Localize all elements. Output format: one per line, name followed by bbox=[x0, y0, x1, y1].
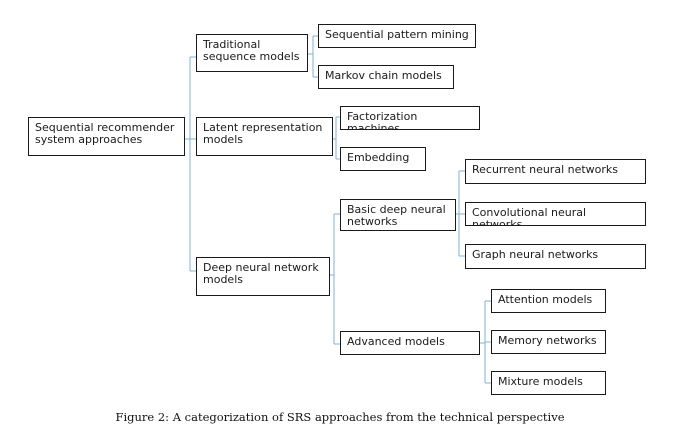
node-advanced-models: Advanced models bbox=[340, 331, 480, 355]
node-convolutional-neural-networks: Convolutional neural networks bbox=[465, 202, 646, 226]
node-attention-models: Attention models bbox=[491, 289, 606, 313]
figure-caption: Figure 2: A categorization of SRS approa… bbox=[115, 410, 565, 424]
node-root: Sequential recommender system approaches bbox=[28, 117, 185, 156]
connector-deep bbox=[330, 213, 340, 345]
node-deep-neural-network-models: Deep neural network models bbox=[196, 257, 330, 296]
connector-latent bbox=[333, 116, 340, 160]
node-graph-neural-networks: Graph neural networks bbox=[465, 244, 646, 269]
connector-root bbox=[185, 56, 196, 272]
node-latent-representation-models: Latent representation models bbox=[196, 117, 333, 156]
connector-basic bbox=[456, 170, 465, 257]
node-memory-networks: Memory networks bbox=[491, 330, 606, 354]
connector-advanced bbox=[480, 300, 491, 384]
node-factorization-machines: Factorization machines bbox=[340, 106, 480, 130]
node-markov-chain-models: Markov chain models bbox=[318, 65, 454, 89]
node-recurrent-neural-networks: Recurrent neural networks bbox=[465, 159, 646, 184]
node-embedding: Embedding bbox=[340, 147, 426, 171]
node-traditional-sequence-models: Traditional sequence models bbox=[196, 34, 308, 72]
connector-traditional bbox=[308, 35, 318, 78]
node-sequential-pattern-mining: Sequential pattern mining bbox=[318, 24, 476, 48]
node-mixture-models: Mixture models bbox=[491, 371, 606, 395]
node-basic-deep-neural-networks: Basic deep neural networks bbox=[340, 199, 456, 231]
